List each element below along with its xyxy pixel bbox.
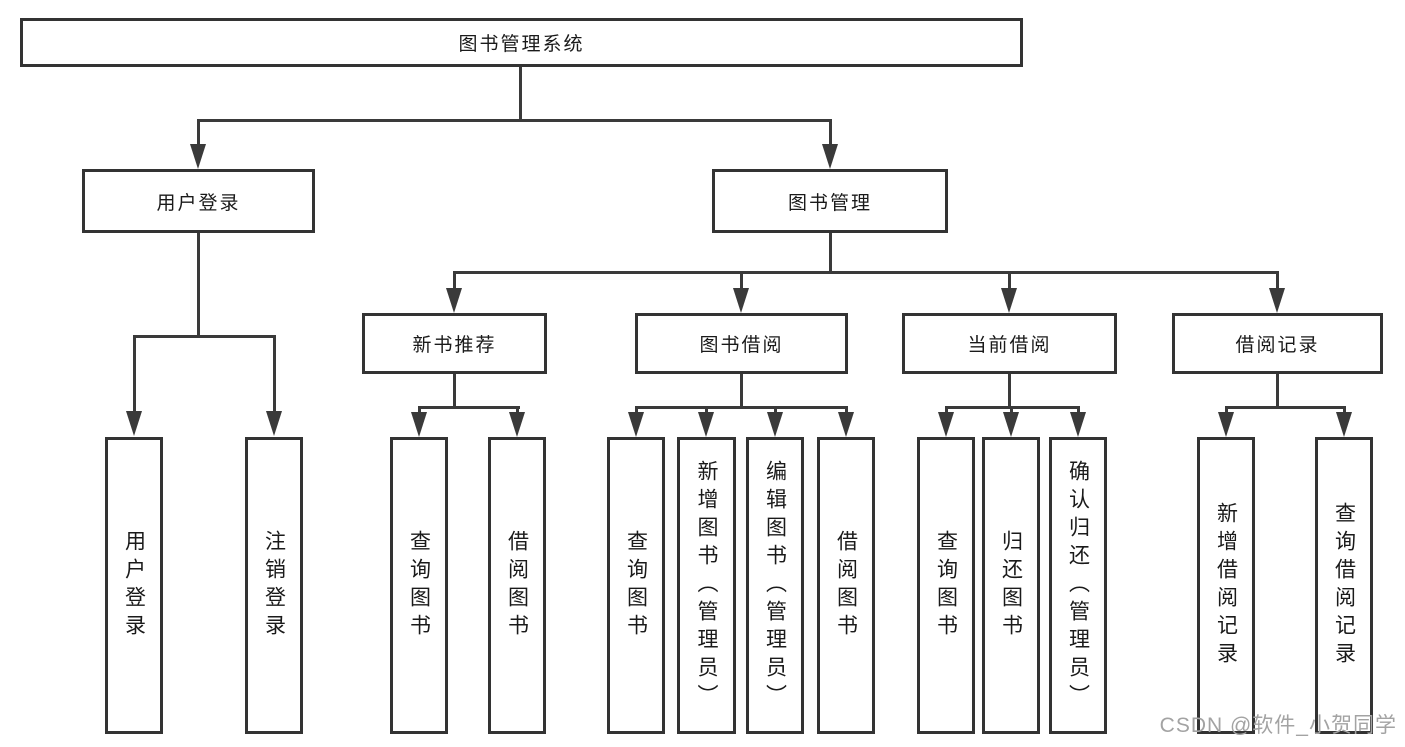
node-label: 图书管理系统 <box>458 34 585 55</box>
connector-line <box>519 67 522 119</box>
leaf-user-login: 用户登录 <box>105 437 163 734</box>
leaf-label: 查询图书 <box>407 529 431 642</box>
leaf-logout: 注销登录 <box>245 437 303 734</box>
arrow-down-icon <box>509 412 525 437</box>
node-label: 图书管理 <box>787 192 872 214</box>
arrow-down-icon <box>733 288 749 313</box>
leaf-label: 查询图书 <box>934 529 958 642</box>
leaf-label: 新增借阅记录 <box>1214 501 1238 670</box>
leaf-borrow-books: 借阅图书 <box>817 437 875 734</box>
arrow-down-icon <box>266 411 282 436</box>
leaf-query-books-borrowing: 查询图书 <box>607 437 665 734</box>
leaf-label: 注销登录 <box>262 529 286 642</box>
connector-line <box>829 119 832 146</box>
node-label: 图书借阅 <box>699 335 784 356</box>
node-label: 借阅记录 <box>1235 335 1320 356</box>
leaf-label: 查询借阅记录 <box>1332 501 1356 670</box>
arrow-down-icon <box>1336 412 1352 437</box>
connector-line <box>453 271 456 290</box>
connector-line <box>453 374 456 408</box>
connector-line <box>845 406 848 414</box>
leaf-label: 用户登录 <box>122 529 146 642</box>
connector-line <box>945 406 948 414</box>
arrow-down-icon <box>698 412 714 437</box>
node-label: 用户登录 <box>156 192 241 214</box>
connector-line <box>133 335 276 338</box>
connector-line <box>273 335 276 413</box>
connector-line <box>1008 271 1011 290</box>
connector-line <box>740 271 743 290</box>
node-book-management: 图书管理 <box>712 169 948 233</box>
arrow-down-icon <box>1001 288 1017 313</box>
leaf-label: 归还图书 <box>999 529 1023 642</box>
node-label: 当前借阅 <box>967 335 1052 356</box>
arrow-down-icon <box>446 288 462 313</box>
connector-line <box>1276 374 1279 408</box>
connector-line <box>635 406 848 409</box>
connector-line <box>197 233 200 337</box>
connector-line <box>1225 406 1346 409</box>
connector-line <box>1276 271 1279 290</box>
leaf-query-books-current: 查询图书 <box>917 437 975 734</box>
connector-line <box>705 406 708 414</box>
leaf-add-books-admin: 新增图书（管理员） <box>677 437 736 734</box>
arrow-down-icon <box>1070 412 1086 437</box>
connector-line <box>516 406 519 414</box>
connector-line <box>197 119 832 122</box>
leaf-edit-books-admin: 编辑图书（管理员） <box>746 437 804 734</box>
connector-line <box>197 119 200 146</box>
connector-line <box>740 374 743 408</box>
arrow-down-icon <box>1003 412 1019 437</box>
node-current-borrowing: 当前借阅 <box>902 313 1117 374</box>
connector-line <box>1077 406 1080 414</box>
leaf-label: 确认归还（管理员） <box>1066 459 1090 712</box>
node-book-borrowing: 图书借阅 <box>635 313 848 374</box>
node-user-login: 用户登录 <box>82 169 315 233</box>
connector-line <box>774 406 777 414</box>
arrow-down-icon <box>628 412 644 437</box>
connector-line <box>1010 406 1013 414</box>
arrow-down-icon <box>938 412 954 437</box>
leaf-label: 查询图书 <box>624 529 648 642</box>
arrow-down-icon <box>1218 412 1234 437</box>
connector-line <box>133 335 136 413</box>
arrow-down-icon <box>126 411 142 436</box>
arrow-down-icon <box>838 412 854 437</box>
node-borrowing-records: 借阅记录 <box>1172 313 1383 374</box>
leaf-query-books-recommend: 查询图书 <box>390 437 448 734</box>
arrow-down-icon <box>1269 288 1285 313</box>
connector-line <box>1225 406 1228 414</box>
connector-line <box>829 233 832 273</box>
leaf-label: 新增图书（管理员） <box>695 459 719 712</box>
node-new-book-recommendation: 新书推荐 <box>362 313 547 374</box>
arrow-down-icon <box>822 144 838 169</box>
arrow-down-icon <box>190 144 206 169</box>
leaf-return-books: 归还图书 <box>982 437 1040 734</box>
arrow-down-icon <box>767 412 783 437</box>
node-library-management-system: 图书管理系统 <box>20 18 1023 67</box>
node-label: 新书推荐 <box>412 335 497 356</box>
arrow-down-icon <box>411 412 427 437</box>
connector-line <box>1008 374 1011 408</box>
leaf-label: 编辑图书（管理员） <box>763 459 787 712</box>
leaf-confirm-return-admin: 确认归还（管理员） <box>1049 437 1107 734</box>
leaf-label: 借阅图书 <box>834 529 858 642</box>
leaf-query-borrow-record: 查询借阅记录 <box>1315 437 1373 734</box>
connector-line <box>635 406 638 414</box>
connector-line <box>453 271 1279 274</box>
connector-line <box>1343 406 1346 414</box>
leaf-add-borrow-record: 新增借阅记录 <box>1197 437 1255 734</box>
leaf-borrow-books-recommend: 借阅图书 <box>488 437 546 734</box>
connector-line <box>418 406 421 414</box>
connector-line <box>418 406 520 409</box>
csdn-watermark: CSDN @软件_小贺同学 <box>1159 714 1397 737</box>
leaf-label: 借阅图书 <box>505 529 529 642</box>
